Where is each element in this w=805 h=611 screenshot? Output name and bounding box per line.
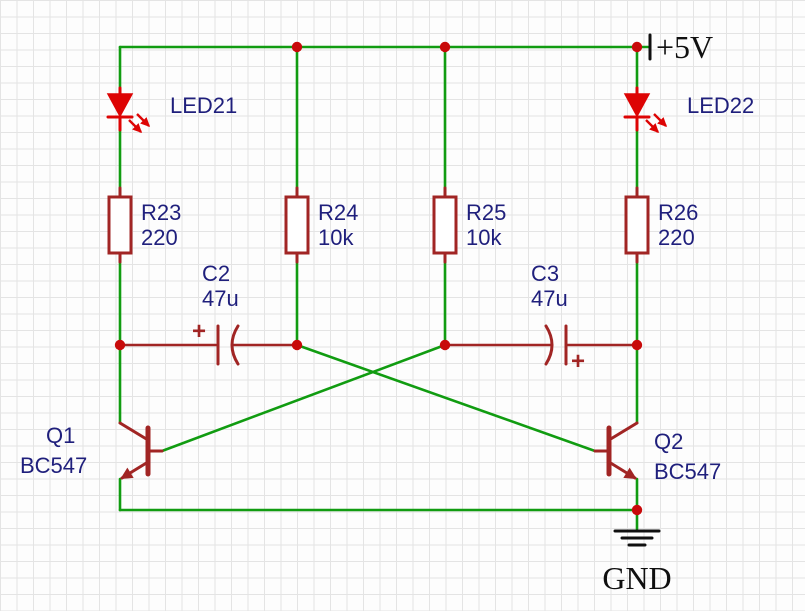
c3-symbol[interactable] (544, 324, 568, 366)
r24-name-label: R24 (318, 200, 358, 225)
q1-symbol[interactable] (118, 421, 164, 480)
vcc-label: +5V (656, 29, 713, 65)
q2-symbol[interactable] (593, 421, 639, 480)
r23-symbol[interactable] (107, 186, 133, 264)
r23-body (107, 195, 133, 255)
q2-collector (607, 421, 639, 442)
vcc-supply-symbol[interactable]: +5V (648, 29, 713, 65)
q2-name-label: Q2 (654, 429, 683, 454)
junction-dot (291, 339, 303, 351)
q1-emitter (120, 460, 150, 480)
junction-dot (631, 504, 643, 516)
junction-dot (631, 41, 643, 53)
r24-value-label: 10k (318, 225, 354, 250)
led22-emission-arrow (645, 119, 660, 134)
c2-value-label: 47u (202, 286, 239, 311)
r25-body (432, 195, 458, 255)
c3-polarity-mark: + (571, 348, 585, 375)
led22-label: LED22 (687, 93, 754, 118)
led21-emission-arrow (136, 113, 151, 128)
c2-name-label: C2 (202, 261, 230, 286)
gnd-label: GND (602, 560, 671, 596)
q2-emitter (607, 460, 637, 480)
led22-emission-arrow (653, 113, 668, 128)
led22-symbol[interactable] (623, 86, 668, 134)
r23-value-label: 220 (141, 225, 178, 250)
junction-dot (439, 41, 451, 53)
c2-polarity-mark: + (192, 318, 206, 345)
c2-negative-plate (230, 324, 240, 366)
q1-value-label: BC547 (20, 453, 87, 478)
wire-cross-to-q2-base (295, 343, 597, 453)
r25-name-label: R25 (466, 200, 506, 225)
r26-symbol[interactable] (624, 186, 650, 264)
junction-dot (114, 339, 126, 351)
led21-triangle (106, 93, 134, 118)
led21-label: LED21 (170, 93, 237, 118)
q2-value-label: BC547 (654, 459, 721, 484)
led21-symbol[interactable] (106, 86, 151, 134)
r26-name-label: R26 (658, 200, 698, 225)
led21-emission-arrow (128, 119, 143, 134)
junction-dot (439, 339, 451, 351)
r25-value-label: 10k (466, 225, 502, 250)
wire-cross-to-q1-base (160, 343, 447, 453)
q1-name-label: Q1 (46, 423, 75, 448)
r25-symbol[interactable] (432, 186, 458, 264)
gnd-symbol[interactable]: GND (602, 529, 672, 596)
junction-dot (631, 339, 643, 351)
c3-negative-plate (544, 324, 554, 366)
q1-collector (118, 421, 150, 442)
r23-name-label: R23 (141, 200, 181, 225)
junction-dot (291, 41, 303, 53)
r26-body (624, 195, 650, 255)
r24-body (284, 195, 310, 255)
c3-name-label: C3 (531, 261, 559, 286)
led22-triangle (623, 93, 651, 118)
c2-symbol[interactable] (216, 324, 240, 366)
r24-symbol[interactable] (284, 186, 310, 264)
c3-value-label: 47u (531, 286, 568, 311)
r26-value-label: 220 (658, 225, 695, 250)
